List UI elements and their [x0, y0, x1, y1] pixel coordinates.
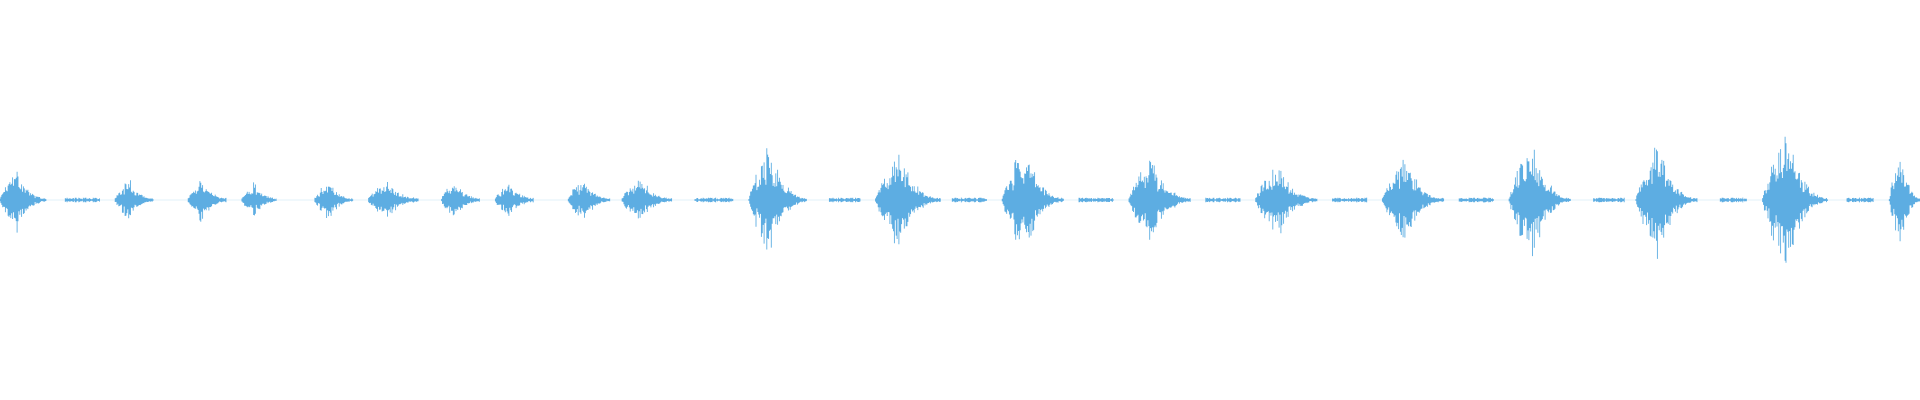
waveform-hiss [828, 197, 861, 203]
waveform-burst [1888, 161, 1920, 242]
waveform-hiss [1205, 197, 1241, 203]
waveform-burst [241, 182, 277, 216]
waveform-hiss [1593, 197, 1625, 203]
waveform-hiss [64, 197, 100, 203]
waveform-burst [1381, 159, 1445, 238]
waveform-burst [1001, 160, 1064, 240]
waveform-hiss [694, 197, 734, 203]
waveform-hiss [1078, 197, 1114, 203]
waveform-burst [567, 183, 611, 218]
waveform-hiss [1846, 197, 1874, 203]
waveform-hiss [1719, 197, 1747, 203]
waveform-burst [1508, 149, 1571, 257]
waveform-burst [1255, 169, 1318, 234]
waveform-burst [748, 148, 807, 250]
waveform-burst [187, 181, 227, 222]
waveform-hiss [1332, 197, 1368, 203]
waveform-burst [114, 180, 154, 219]
waveform-hiss [951, 197, 987, 203]
waveform-burst [441, 186, 480, 216]
waveform-burst [0, 171, 47, 233]
waveform-burst [1762, 136, 1828, 263]
waveform-hiss [1458, 197, 1494, 203]
waveform-burst [1635, 147, 1698, 259]
waveform-burst [314, 186, 354, 218]
waveform-burst [494, 184, 534, 216]
waveform-burst [875, 154, 941, 245]
waveform-burst [1128, 160, 1191, 240]
waveform-burst [621, 180, 673, 219]
waveform-segments [0, 136, 1920, 263]
waveform-burst [368, 182, 419, 217]
